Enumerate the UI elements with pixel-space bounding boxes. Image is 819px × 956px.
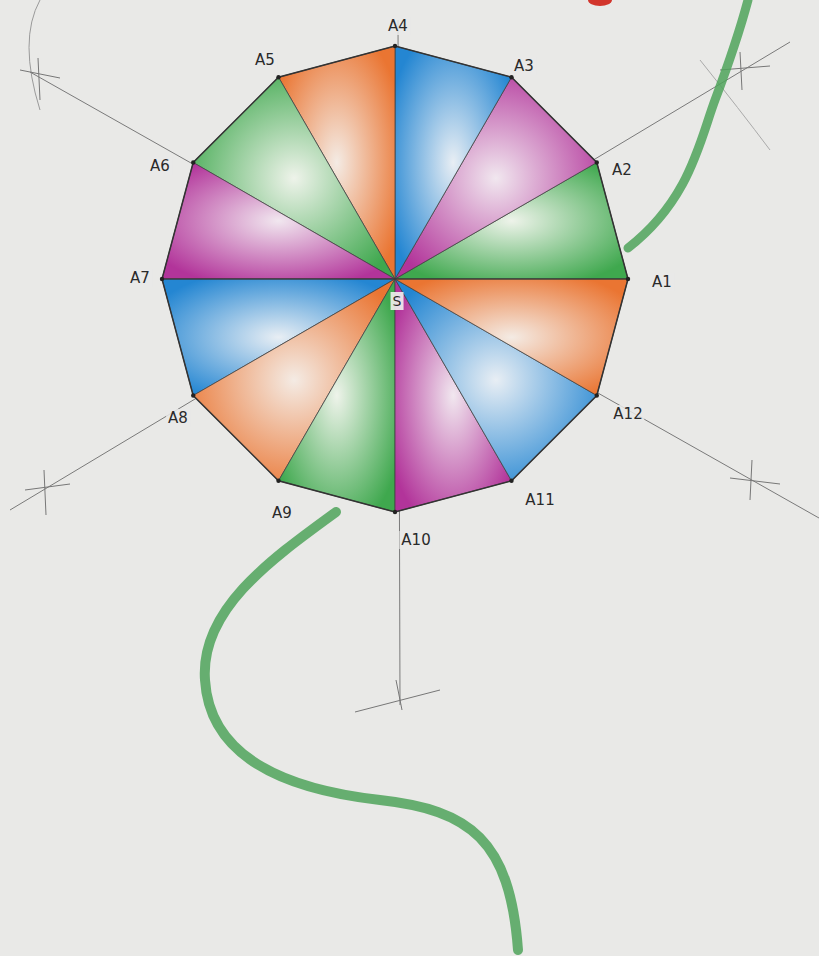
vertex-dot xyxy=(509,479,513,483)
green-stem xyxy=(205,512,518,950)
red-mark xyxy=(588,0,612,6)
vertex-label: A5 xyxy=(253,51,277,69)
vertex-label: A8 xyxy=(166,409,190,427)
colored-triangles xyxy=(160,44,630,514)
vertex-dot xyxy=(595,160,599,164)
vertex-label: A7 xyxy=(128,269,152,287)
vertex-dot xyxy=(509,75,513,79)
vertex-dot xyxy=(160,277,164,281)
vertex-label: A12 xyxy=(611,405,644,423)
vertex-label: A11 xyxy=(523,491,556,509)
vertex-label: A6 xyxy=(148,157,172,175)
triangle-sector xyxy=(395,279,628,396)
vertex-dot xyxy=(626,277,630,281)
vertex-label: A4 xyxy=(386,17,410,35)
diameter-line xyxy=(162,279,628,280)
triangle-sector xyxy=(395,46,512,279)
vertex-label: A3 xyxy=(512,57,536,75)
vertex-dot xyxy=(595,393,599,397)
vertex-label: A1 xyxy=(650,273,674,291)
vertex-dot xyxy=(191,160,195,164)
vertex-dot xyxy=(191,393,195,397)
construction-arc xyxy=(29,0,40,110)
vertex-label: A9 xyxy=(270,504,294,522)
vertex-dot xyxy=(276,75,280,79)
vertex-dot xyxy=(276,479,280,483)
center-label: S xyxy=(391,292,404,310)
vertex-label: A10 xyxy=(399,531,432,549)
dodecagon-outline xyxy=(162,46,628,512)
vertex-dot xyxy=(393,510,397,514)
green-stem xyxy=(628,0,748,248)
triangle-sector xyxy=(279,279,396,512)
vertex-dot xyxy=(393,44,397,48)
triangle-sector xyxy=(162,163,395,280)
vertex-label: A2 xyxy=(610,161,634,179)
